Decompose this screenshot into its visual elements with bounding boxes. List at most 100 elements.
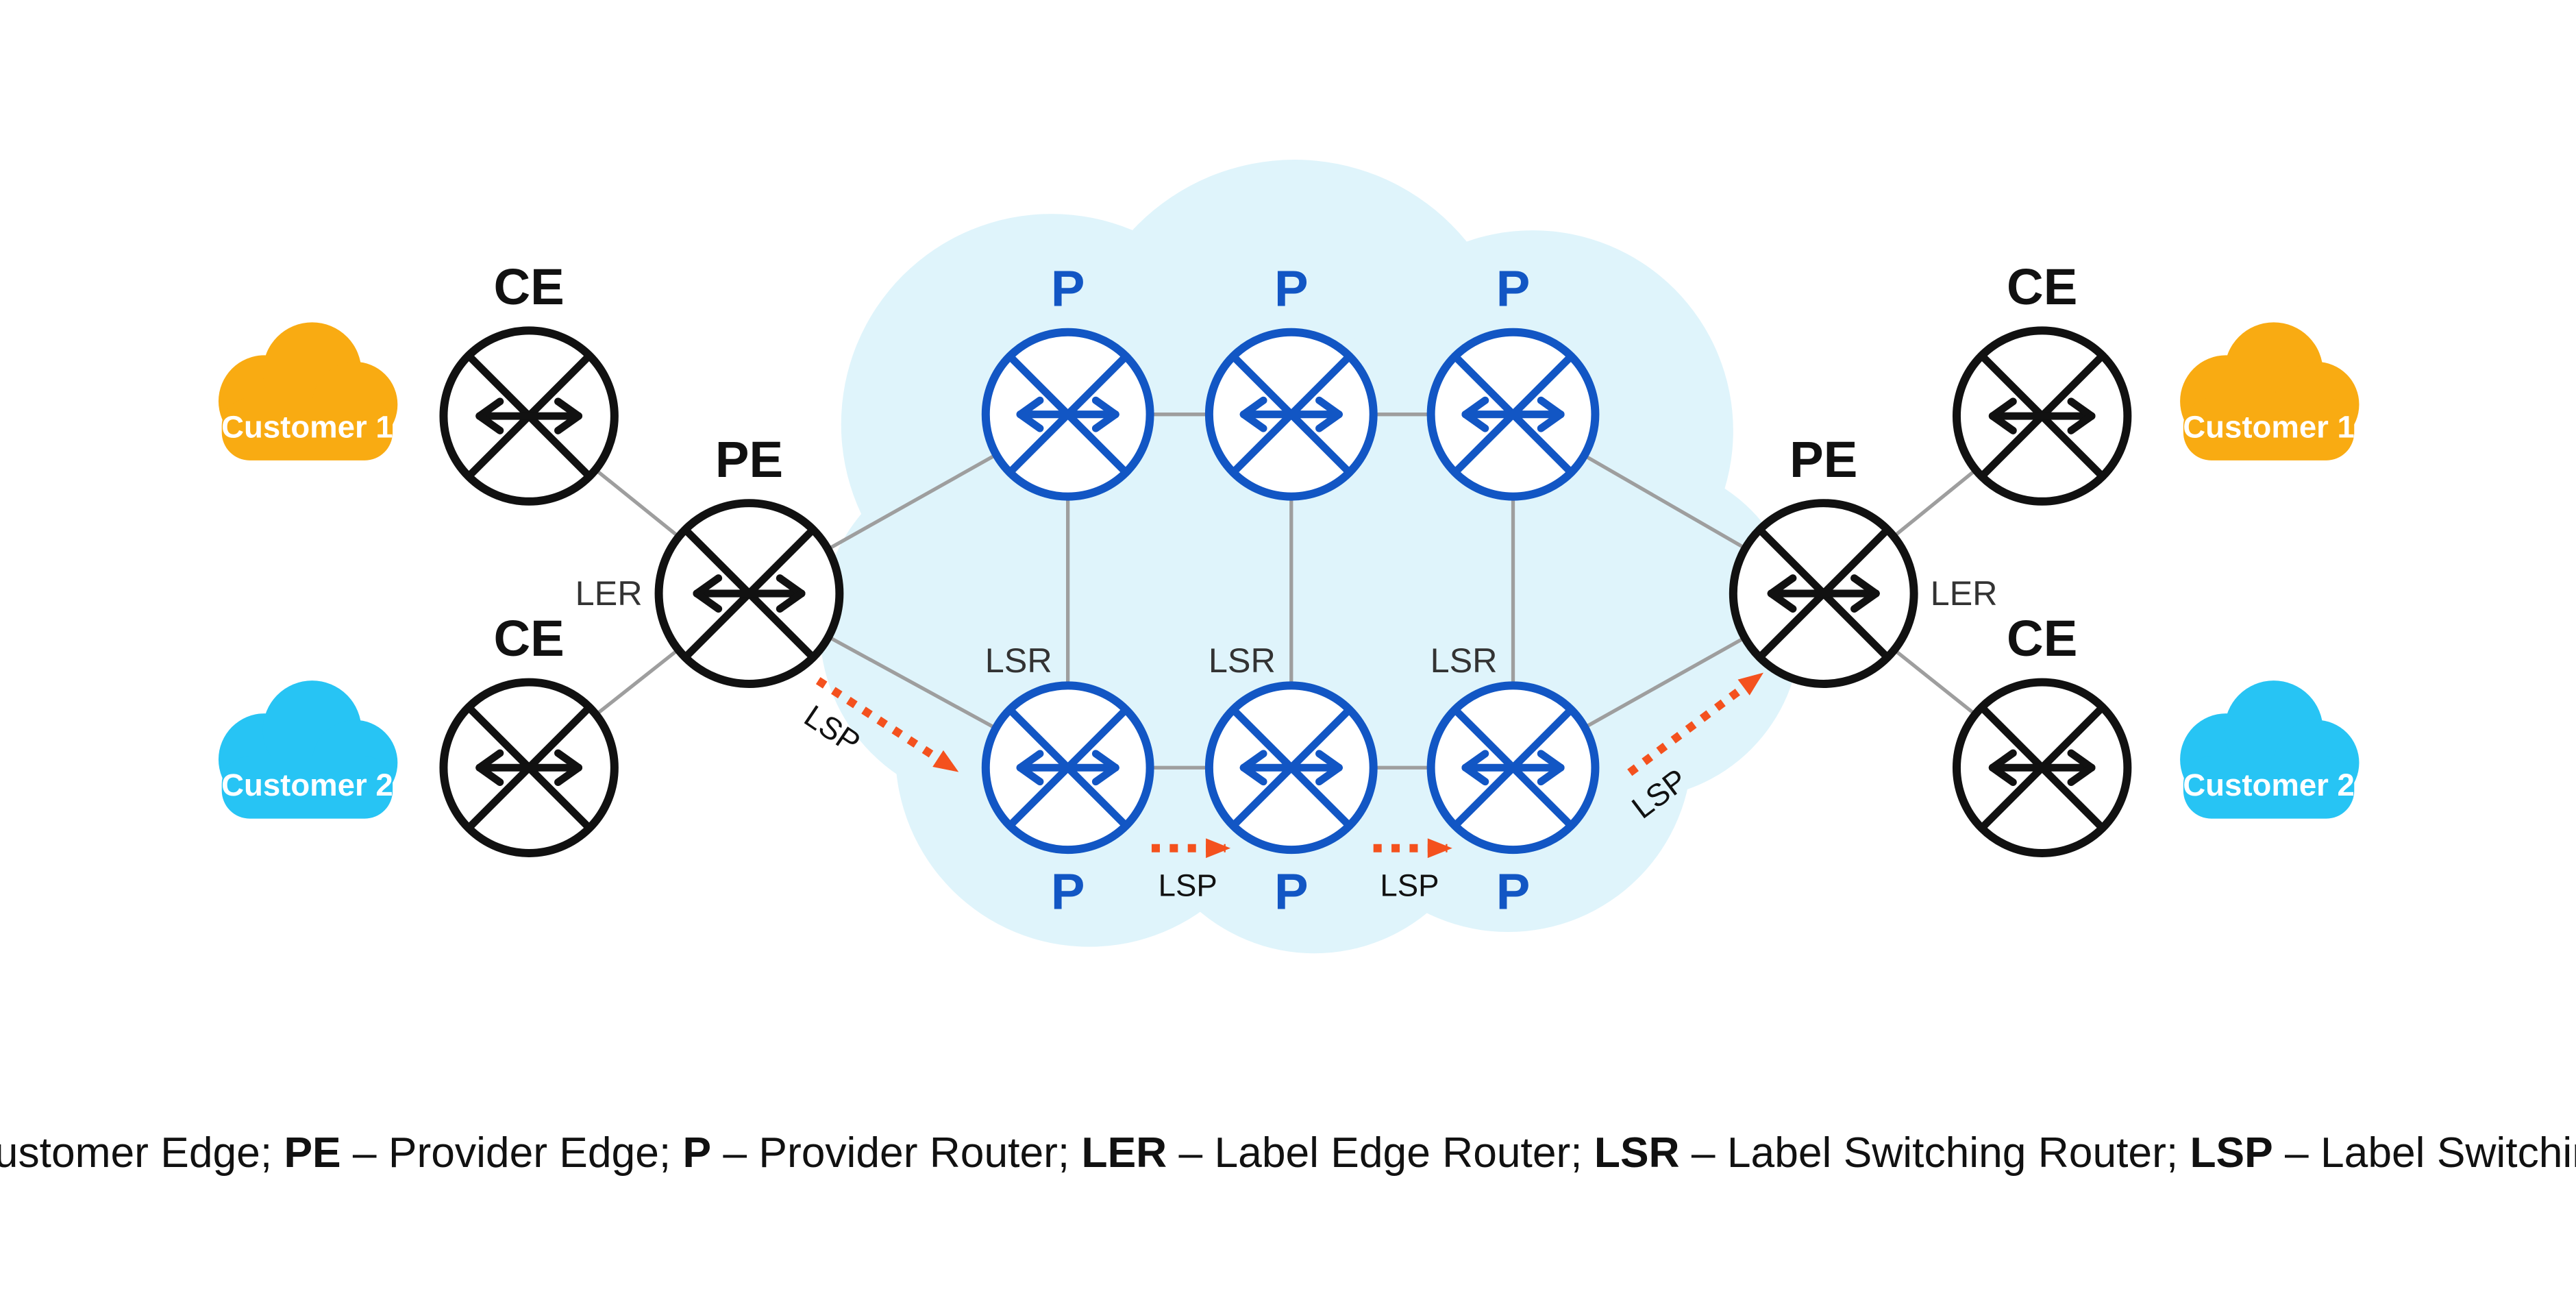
router-p-bottom-1: P LSR: [981, 641, 1154, 920]
router-label: CE: [494, 258, 565, 315]
router-icon-stroke: [1988, 749, 2017, 772]
legend-desc: – Label Switching Path: [2273, 1129, 2576, 1177]
legend: CE – Customer Edge; PE – Provider Edge; …: [0, 1129, 2576, 1177]
router-icon-stroke: [475, 397, 504, 420]
cloud-label: Customer 2: [2183, 767, 2355, 802]
router-sublabel: LER: [1931, 574, 1998, 613]
legend-desc: – Provider Router;: [711, 1129, 1081, 1177]
router-p-bottom-2: P LSR: [1204, 641, 1378, 920]
router-icon-stroke: [1461, 396, 1489, 419]
router-icon-stroke: [1988, 763, 2017, 786]
legend-desc: – Label Edge Router;: [1167, 1129, 1594, 1177]
cloud-label: Customer 1: [221, 409, 393, 444]
router-icon-stroke: [2067, 749, 2096, 772]
legend-abbr: LER: [1082, 1129, 1167, 1177]
router-icon: [1978, 352, 2107, 480]
router-icon-stroke: [2067, 412, 2096, 434]
router-ce-top-right: CE: [1952, 258, 2132, 506]
router-icon-stroke: [1091, 763, 1119, 786]
router-icon-stroke: [1239, 410, 1267, 432]
router-icon-stroke: [2067, 763, 2096, 786]
lsp-label: LSP: [1159, 868, 1217, 902]
lsp-label: LSP: [1380, 868, 1439, 902]
router-label: P: [1496, 260, 1531, 317]
router-icon-stroke: [1461, 410, 1489, 432]
router-icon-stroke: [693, 589, 723, 613]
router-sublabel: LSR: [985, 641, 1052, 680]
cloud-shape: [2183, 397, 2355, 460]
router-icon-stroke: [1016, 410, 1044, 432]
router-icon-stroke: [1016, 763, 1044, 786]
router-icon-stroke: [1315, 396, 1343, 419]
router-icon-stroke: [1988, 412, 2017, 434]
router-icon-stroke: [1315, 410, 1343, 432]
router-icon-stroke: [1537, 750, 1565, 772]
router-icon: [1006, 706, 1130, 830]
router-p-top-1: P: [981, 260, 1154, 501]
router-icon-stroke: [1461, 763, 1489, 786]
router-sublabel: LSR: [1209, 641, 1276, 680]
router-icon-stroke: [776, 574, 806, 598]
cloud-customer2-right: Customer 2: [2180, 680, 2360, 819]
router-icon-stroke: [1537, 763, 1565, 786]
router-p-bottom-3: P LSR: [1426, 641, 1600, 920]
router-icon: [1451, 352, 1575, 476]
legend-desc: – Customer Edge;: [0, 1129, 284, 1177]
router-icon-stroke: [1239, 763, 1267, 786]
router-icon-stroke: [554, 749, 582, 772]
router-icon: [465, 352, 593, 480]
router-icon: [1006, 352, 1130, 476]
router-ce-top-left: CE: [439, 258, 619, 506]
router-icon-stroke: [475, 749, 504, 772]
router-label: PE: [715, 431, 783, 488]
cloud-shape: [221, 397, 393, 460]
router-label: CE: [494, 610, 565, 667]
router-icon-stroke: [693, 574, 723, 598]
legend-desc: – Label Switching Router;: [1680, 1129, 2190, 1177]
router-icon: [1978, 703, 2107, 832]
router-label: CE: [2007, 610, 2077, 667]
cloud-customer2-left: Customer 2: [218, 680, 398, 819]
cloud-label: Customer 1: [2183, 409, 2355, 444]
router-icon: [1756, 526, 1892, 661]
router-icon-stroke: [1239, 750, 1267, 772]
router-icon-stroke: [1537, 396, 1565, 419]
cloud-customer1-left: Customer 1: [218, 322, 398, 460]
router-icon-stroke: [554, 412, 582, 434]
router-icon-stroke: [1315, 763, 1343, 786]
router-label: P: [1051, 260, 1085, 317]
legend-abbr: P: [683, 1129, 712, 1177]
cloud-label: Customer 2: [221, 767, 393, 802]
router-icon-stroke: [475, 763, 504, 786]
router-icon-stroke: [1315, 750, 1343, 772]
lsp-arrow-2: LSP: [1151, 838, 1231, 902]
router-icon-stroke: [1850, 589, 1880, 613]
router-icon-stroke: [1091, 410, 1119, 432]
router-label: P: [1051, 863, 1085, 920]
router-icon: [1229, 706, 1353, 830]
router-icon-stroke: [1016, 396, 1044, 419]
router-icon-stroke: [554, 397, 582, 420]
router-icon: [681, 526, 817, 661]
router-ce-bottom-left: CE: [439, 610, 619, 857]
router-icon: [1451, 706, 1575, 830]
router-icon-stroke: [1537, 410, 1565, 432]
router-p-top-3: P: [1426, 260, 1600, 501]
legend-abbr: LSP: [2190, 1129, 2272, 1177]
legend-desc: – Provider Edge;: [341, 1129, 683, 1177]
router-label: P: [1274, 863, 1309, 920]
router-icon-stroke: [1767, 589, 1797, 613]
cloud-shape: [221, 756, 393, 819]
router-icon-stroke: [475, 412, 504, 434]
router-ce-bottom-right: CE: [1952, 610, 2132, 857]
router-icon-stroke: [1016, 750, 1044, 772]
legend-abbr: LSR: [1594, 1129, 1680, 1177]
router-icon-stroke: [2067, 397, 2096, 420]
router-label: P: [1496, 863, 1531, 920]
cloud-customer1-right: Customer 1: [2180, 322, 2360, 460]
router-sublabel: LSR: [1431, 641, 1498, 680]
